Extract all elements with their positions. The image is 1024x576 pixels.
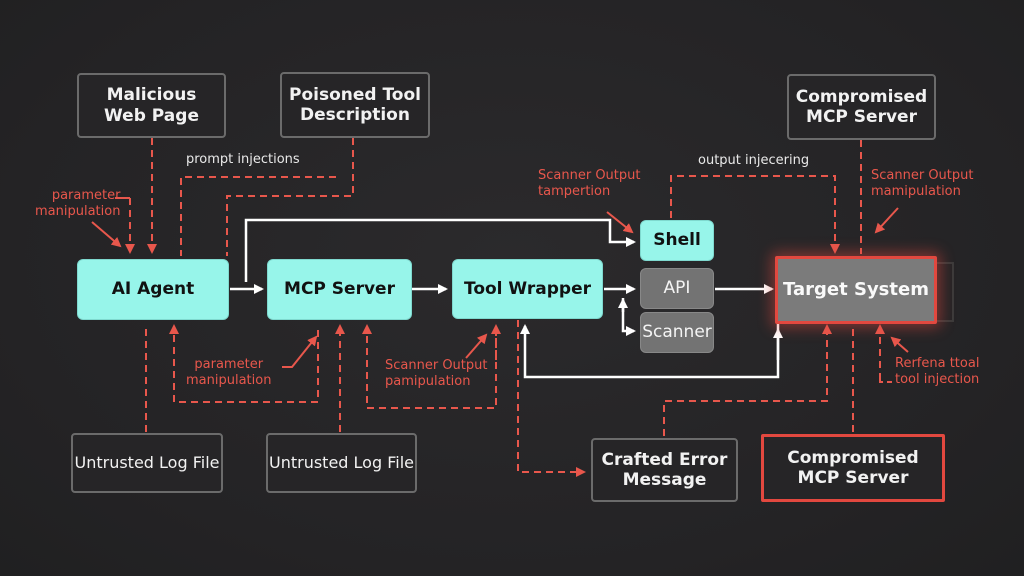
compromised-mcp-server-bottom-node: Compromised MCP Server bbox=[761, 434, 945, 502]
attack-poisoned-prompt-2 bbox=[180, 176, 336, 256]
attack-wrapper-to-error bbox=[517, 320, 586, 477]
crafted-error-message-node: Crafted Error Message bbox=[591, 438, 738, 502]
attack-error-to-target bbox=[663, 324, 832, 436]
scanner-node: Scanner bbox=[640, 312, 714, 353]
pointer-toolinj-tail bbox=[879, 380, 892, 383]
pointer-pamipulation bbox=[465, 333, 488, 359]
compromised-mcp-server-top-node: Compromised MCP Server bbox=[787, 74, 936, 140]
attack-loop-to-agent bbox=[169, 324, 319, 403]
untrusted-log-file-node-1: Untrusted Log File bbox=[71, 433, 223, 493]
label-rerfena-tool-injection: Rerfena ttoal tool injection bbox=[895, 356, 980, 388]
attack-poisoned-prompt-1 bbox=[226, 138, 354, 256]
pointer-tampertion bbox=[606, 211, 634, 234]
edge-wrapper-to-scanner bbox=[621, 298, 636, 336]
label-scanner-output-mamipulation: Scanner Output mamipulation bbox=[871, 168, 974, 200]
edge-agent-loop-to-shell bbox=[244, 218, 636, 282]
untrusted-log-file-node-2: Untrusted Log File bbox=[266, 433, 417, 493]
pointer-toolinj bbox=[890, 336, 909, 353]
pointer-mamipulation bbox=[874, 207, 899, 234]
label-output-injecering: output injecering bbox=[698, 153, 810, 168]
target-system-node: Target System bbox=[775, 256, 937, 324]
attack-mcp-param bbox=[362, 324, 497, 409]
ai-agent-node: AI Agent bbox=[77, 259, 229, 320]
pointer-param-top bbox=[91, 221, 122, 248]
label-scanner-output-pamipulation: Scanner Output pamipulation bbox=[385, 358, 488, 390]
attack-shell-output-inject bbox=[670, 175, 840, 254]
pointer-param-bottom bbox=[282, 335, 318, 368]
label-prompt-injections: prompt injections bbox=[186, 152, 300, 167]
tool-wrapper-node: Tool Wrapper bbox=[452, 259, 603, 319]
poisoned-tool-description-node: Poisoned Tool Description bbox=[280, 72, 430, 138]
malicious-web-page-node: Malicious Web Page bbox=[77, 73, 226, 138]
api-node: API bbox=[640, 268, 714, 309]
mcp-server-node: MCP Server bbox=[267, 259, 412, 320]
label-scanner-output-tampertion: Scanner Output tampertion bbox=[538, 168, 641, 200]
target-system-shadow bbox=[932, 262, 954, 322]
shell-node: Shell bbox=[640, 220, 714, 261]
label-parameter-manipulation-bottom: parameter manipulation bbox=[186, 357, 272, 389]
label-parameter-manipulation-top: parameter manipulation bbox=[35, 188, 121, 220]
